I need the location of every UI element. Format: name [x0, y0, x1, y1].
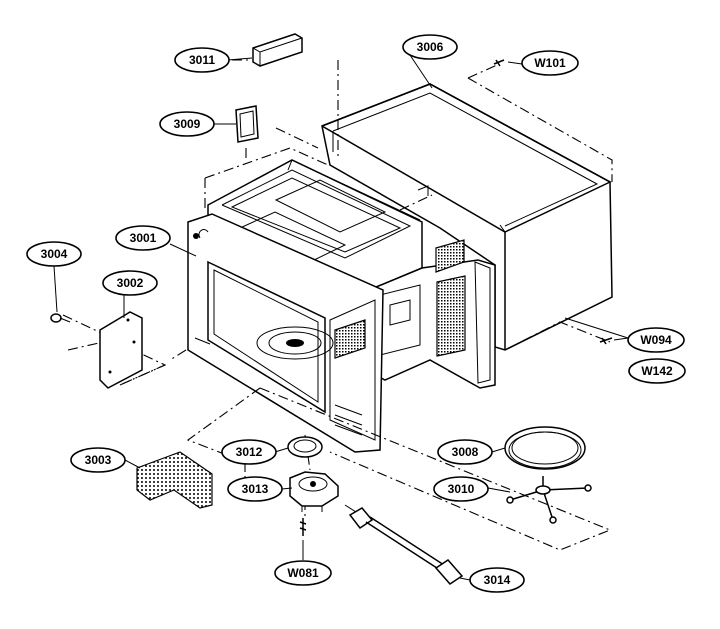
cavity-frame-3001	[187, 159, 496, 453]
roller-guide-3010	[506, 476, 592, 524]
callout-W081: W081	[274, 560, 332, 586]
callout-3011-label: 3011	[189, 53, 215, 67]
callout-3008: 3008	[437, 439, 493, 465]
callout-W142-label: W142	[641, 364, 673, 378]
screw-W081	[299, 518, 307, 536]
screw-W101	[493, 59, 505, 67]
callout-3008-label: 3008	[452, 445, 479, 459]
callout-3013: 3013	[227, 476, 283, 502]
callout-3010: 3010	[433, 476, 489, 502]
callout-W101: W101	[521, 50, 579, 76]
callout-3009-label: 3009	[174, 117, 201, 131]
coupler-ring-3012	[287, 436, 323, 458]
callout-W142: W142	[628, 358, 686, 384]
assembly-lines	[62, 59, 613, 551]
turntable-motor-3013	[289, 471, 339, 512]
callout-3006-label: 3006	[417, 40, 444, 54]
small-pad-3009	[235, 105, 259, 143]
callout-3012-label: 3012	[236, 445, 263, 459]
screw-3004	[50, 313, 71, 323]
callout-W094-label: W094	[640, 333, 672, 347]
callout-3004: 3004	[26, 241, 82, 267]
callout-3014-label: 3014	[484, 573, 511, 587]
callout-3003: 3003	[70, 447, 126, 473]
callout-3003-label: 3003	[85, 453, 112, 467]
callout-3010-label: 3010	[448, 482, 475, 496]
callout-3014: 3014	[469, 567, 525, 593]
callout-W094: W094	[627, 327, 685, 353]
callout-W101-label: W101	[534, 56, 566, 70]
callout-3006: 3006	[402, 34, 458, 60]
damper-3003	[136, 451, 213, 509]
callout-3002: 3002	[102, 270, 158, 296]
callout-3004-label: 3004	[41, 247, 68, 261]
callout-3011: 3011	[174, 47, 230, 73]
outer-case-3006	[321, 83, 613, 351]
callout-W081-label: W081	[287, 566, 319, 580]
callout-3012: 3012	[221, 439, 277, 465]
callout-3013-label: 3013	[242, 482, 269, 496]
glass-tray-3008	[504, 426, 586, 470]
wire-harness-3014	[344, 504, 464, 585]
screw-W094	[599, 337, 613, 345]
cover-plate-3002	[99, 311, 143, 389]
pad-strip-3011	[252, 33, 303, 67]
callout-3002-label: 3002	[117, 276, 144, 290]
callout-3001-label: 3001	[130, 231, 157, 245]
callout-3009: 3009	[159, 111, 215, 137]
leader-lines	[53, 54, 629, 581]
callout-3001: 3001	[115, 225, 171, 251]
